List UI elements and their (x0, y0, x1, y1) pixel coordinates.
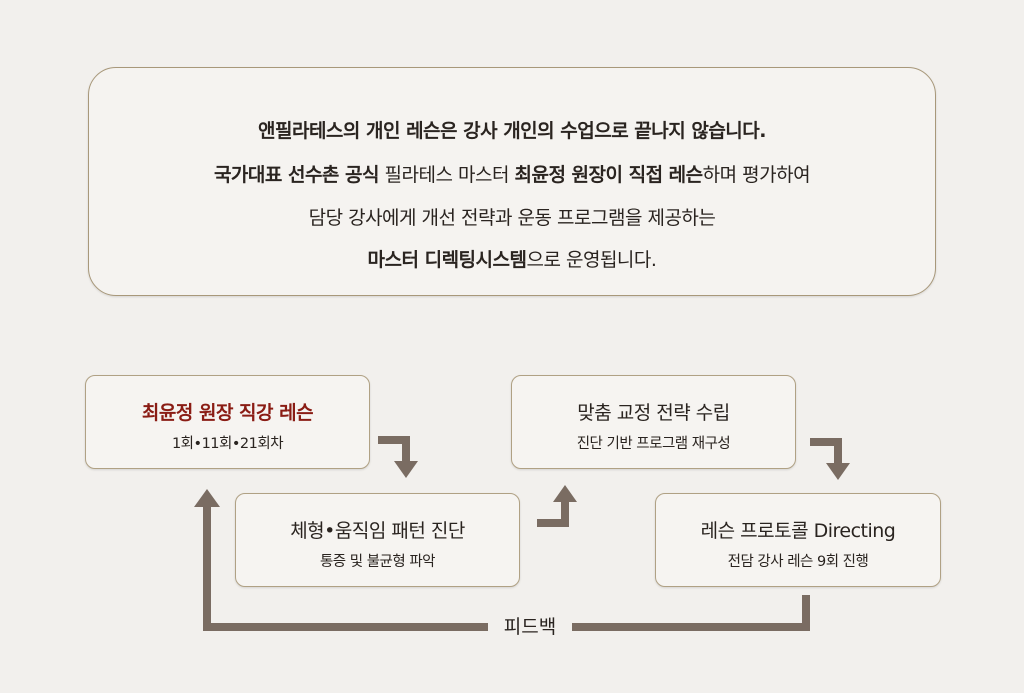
intro-line-3: 담당 강사에게 개선 전략과 운동 프로그램을 제공하는 (308, 207, 716, 229)
step-title: 체형•움직임 패턴 진단 (290, 520, 465, 542)
step-box-2: 체형•움직임 패턴 진단 통증 및 불균형 파악 (235, 493, 520, 587)
step-subtitle: 통증 및 불균형 파악 (319, 554, 436, 570)
arrowhead-up-icon (194, 489, 220, 507)
arrowhead-down-icon (826, 463, 850, 480)
intro-line-1: 앤필라테스의 개인 레슨은 강사 개인의 수업으로 끝나지 않습니다. (258, 120, 766, 142)
intro-text: 필라테스 마스터 (379, 164, 515, 186)
intro-line-2: 국가대표 선수촌 공식 필라테스 마스터 최윤정 원장이 직접 레슨하며 평가하… (89, 160, 935, 187)
arrowhead-down-icon (394, 461, 418, 478)
step-subtitle: 진단 기반 프로그램 재구성 (576, 436, 731, 452)
intro-line-4: 마스터 디렉팅시스템으로 운영됩니다. (89, 245, 935, 272)
step-box-3: 맞춤 교정 전략 수립 진단 기반 프로그램 재구성 (511, 375, 796, 469)
intro-bold: 국가대표 선수촌 공식 (213, 164, 380, 186)
arrowhead-up-icon (553, 485, 577, 502)
intro-text: 하며 평가하여 (702, 164, 811, 186)
step-title: 레슨 프로토콜 Directing (700, 520, 896, 542)
intro-text: 으로 운영됩니다. (526, 249, 657, 271)
step-title: 맞춤 교정 전략 수립 (577, 402, 730, 424)
step-title: 최윤정 원장 직강 레슨 (141, 402, 314, 424)
intro-bold: 마스터 디렉팅시스템 (367, 249, 527, 271)
arrow-step1-to-2 (378, 436, 410, 462)
arrow-step2-to-3 (537, 500, 569, 527)
step-box-4: 레슨 프로토콜 Directing 전담 강사 레슨 9회 진행 (655, 493, 941, 587)
step-subtitle: 전담 강사 레슨 9회 진행 (727, 554, 869, 570)
step-box-1: 최윤정 원장 직강 레슨 1회•11회•21회차 (85, 375, 370, 469)
feedback-label: 피드백 (488, 612, 572, 639)
intro-bold: 최윤정 원장이 직접 레슨 (514, 164, 703, 186)
intro-box: 앤필라테스의 개인 레슨은 강사 개인의 수업으로 끝나지 않습니다. 국가대표… (88, 67, 936, 296)
arrow-step3-to-4 (810, 438, 842, 464)
step-subtitle: 1회•11회•21회차 (171, 436, 284, 452)
